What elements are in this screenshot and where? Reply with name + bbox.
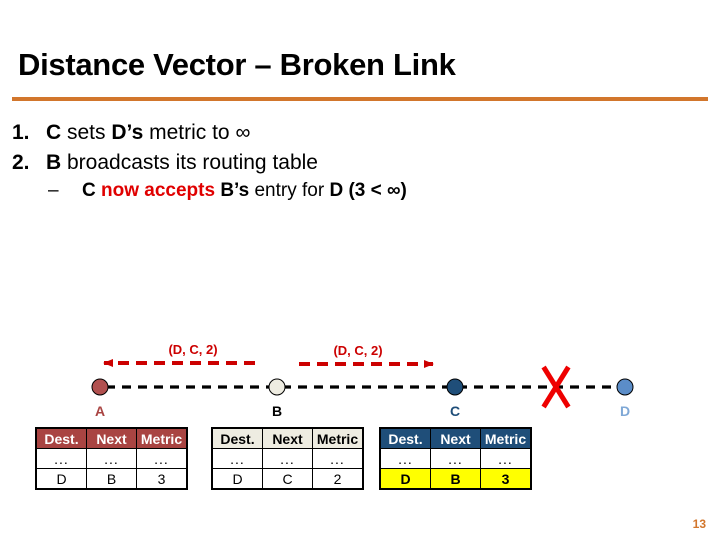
bullet-text-run: D’s: [111, 121, 144, 144]
table-cell: D: [211, 468, 263, 490]
router-node-c: [446, 378, 464, 396]
message-label: (D, C, 2): [168, 342, 218, 357]
page-number: 13: [692, 517, 706, 531]
bullet-text-run: D: [329, 179, 344, 201]
bullet-text-run: now accepts: [101, 179, 216, 201]
table-cell: ...: [211, 448, 263, 469]
table-cell: ...: [312, 448, 364, 469]
bullet-text-run: (3 < ∞): [343, 179, 407, 201]
table-cell: 3: [480, 468, 532, 490]
table-row: .........: [211, 448, 364, 469]
table-cell: 2: [312, 468, 364, 490]
table-row: .........: [379, 448, 532, 469]
table-cell: ...: [136, 448, 188, 469]
column-header: Dest.: [211, 427, 263, 449]
bullet-marker: –: [48, 179, 59, 201]
page-title: Distance Vector – Broken Link: [18, 47, 456, 82]
column-header: Metric: [312, 427, 364, 449]
bullet-marker: 1.: [12, 121, 30, 144]
router-label-a: A: [94, 403, 106, 419]
table-cell: ...: [35, 448, 87, 469]
bullet-text-run: broadcasts its routing table: [61, 150, 318, 174]
table-cell: ...: [480, 448, 532, 469]
table-cell: B: [86, 468, 137, 490]
bullet-text-run: metric to ∞: [143, 121, 251, 144]
bullet-item: – C now accepts B’s entry for D (3 < ∞): [12, 178, 702, 205]
bullet-item: 2. B broadcasts its routing table: [12, 148, 702, 178]
router-node-d: [616, 378, 634, 396]
broken-link-x: [541, 365, 571, 409]
bullet-item: 1. C sets D’s metric to ∞: [12, 118, 702, 148]
bullet-text-run: B: [46, 150, 62, 174]
table-cell: D: [379, 468, 431, 490]
table-cell: B: [430, 468, 481, 490]
bullet-text-run: C: [46, 121, 62, 144]
table-cell: ...: [379, 448, 431, 469]
table-cell: D: [35, 468, 87, 490]
router-label-b: B: [271, 403, 283, 419]
router-node-b: [268, 378, 286, 396]
column-header: Next: [262, 427, 313, 449]
table-cell: 3: [136, 468, 188, 490]
column-header: Next: [86, 427, 137, 449]
table-cell: ...: [430, 448, 481, 469]
bullet-list: 1. C sets D’s metric to ∞ 2. B broadcasts i…: [12, 118, 702, 205]
table-cell: ...: [86, 448, 137, 469]
bullet-text-run: sets: [61, 121, 112, 144]
bullet-text: C sets D’s metric to ∞: [46, 118, 250, 148]
router-label-d: D: [619, 403, 631, 419]
column-header: Metric: [136, 427, 188, 449]
bullet-text: B broadcasts its routing table: [46, 148, 318, 178]
bullet-text-run: C: [82, 179, 101, 201]
column-header: Dest.: [35, 427, 87, 449]
column-header: Dest.: [379, 427, 431, 449]
bullet-text-run: entry for: [249, 179, 330, 201]
table-cell: ...: [262, 448, 313, 469]
table-row: .........: [35, 448, 188, 469]
message-label: (D, C, 2): [333, 343, 383, 358]
bullet-text: C now accepts B’s entry for D (3 < ∞): [82, 178, 407, 205]
bullet-text-run: B’s: [215, 179, 250, 201]
column-header: Metric: [480, 427, 532, 449]
column-header: Next: [430, 427, 481, 449]
bullet-marker: 2.: [12, 150, 30, 174]
router-node-a: [91, 378, 109, 396]
title-divider: [12, 97, 708, 101]
table-cell: C: [262, 468, 313, 490]
router-label-c: C: [449, 403, 461, 419]
